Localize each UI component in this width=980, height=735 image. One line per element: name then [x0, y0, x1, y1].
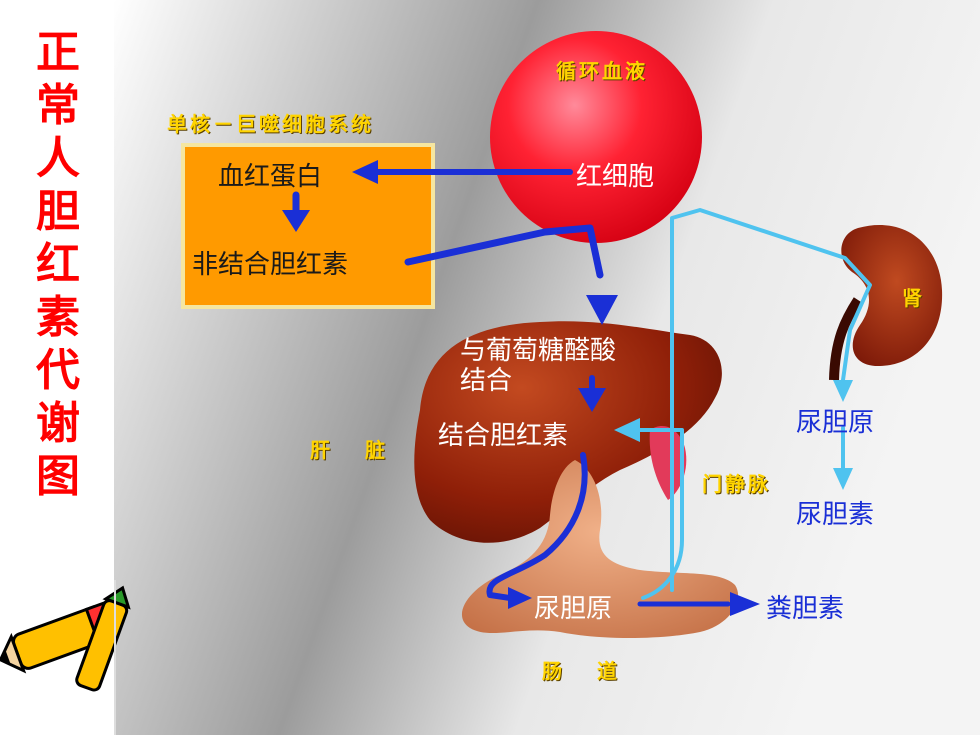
arrowhead-to-intestine-urobilinogen	[508, 587, 532, 609]
label-kidney: 肾	[902, 286, 925, 310]
node-urobilinogen-kidney: 尿胆原	[796, 408, 875, 438]
title-char: 人	[36, 133, 80, 184]
side-title: 正 常 人 胆 红 素 代 谢 图	[28, 26, 88, 503]
node-conjugated-bilirubin: 结合胆红素	[438, 421, 569, 451]
node-stercobilin: 粪胆素	[766, 594, 845, 624]
label-circulation: 循环血液	[556, 59, 648, 83]
left-margin	[114, 580, 116, 735]
label-mononuclear-system: 单核－巨噬细胞系统	[167, 112, 374, 136]
node-urobilin: 尿胆素	[796, 500, 875, 530]
title-char: 图	[36, 451, 80, 502]
pencil-decoration-icon	[0, 585, 131, 692]
title-char: 胆	[36, 186, 80, 237]
intestine-shape	[461, 460, 739, 638]
arrowhead-to-conjugated	[578, 388, 606, 412]
label-portal-vein: 门静脉	[702, 472, 771, 496]
ureter	[829, 297, 863, 381]
liver-shape	[414, 321, 722, 543]
node-hemoglobin: 血红蛋白	[218, 162, 323, 192]
title-char: 常	[36, 80, 80, 131]
portal-vein-patch	[649, 426, 687, 500]
arrow-enterohepatic-return	[638, 428, 684, 600]
arrowhead-to-kidney-urobilinogen	[833, 380, 853, 402]
arrowhead-to-urobilin	[833, 468, 853, 490]
title-char: 正	[36, 27, 80, 78]
title-char: 红	[36, 239, 80, 290]
title-char: 谢	[36, 398, 80, 449]
node-rbc: 红细胞	[576, 162, 655, 192]
arrowhead-to-conjugated-light	[614, 418, 640, 442]
arrow-blood-to-kidney	[670, 208, 872, 592]
node-urobilinogen-intestine: 尿胆原	[534, 594, 613, 624]
node-glucuronic-line1: 与葡萄糖醛酸	[460, 336, 617, 366]
arrow-conjugated-to-intestine	[486, 452, 588, 601]
node-glucuronic-line2: 结合	[460, 366, 513, 396]
title-char: 代	[36, 345, 80, 396]
title-char: 素	[36, 292, 80, 343]
node-unconjugated-bilirubin: 非结合胆红素	[192, 250, 349, 280]
arrow-unconjugated-to-liver	[404, 224, 604, 279]
arrowhead-to-stercobilin	[730, 592, 760, 616]
arrowhead-to-unconjugated	[282, 210, 310, 232]
node-glucuronic-binding: 与葡萄糖醛酸 结合	[460, 336, 616, 396]
arrowhead-to-hemoglobin	[352, 160, 378, 184]
label-intestine: 肠 道	[542, 659, 631, 683]
arrowhead-into-liver	[586, 295, 618, 325]
kidney-shape	[841, 224, 943, 367]
blood-circulation-sphere	[490, 31, 702, 243]
label-liver: 肝 脏	[310, 438, 399, 462]
